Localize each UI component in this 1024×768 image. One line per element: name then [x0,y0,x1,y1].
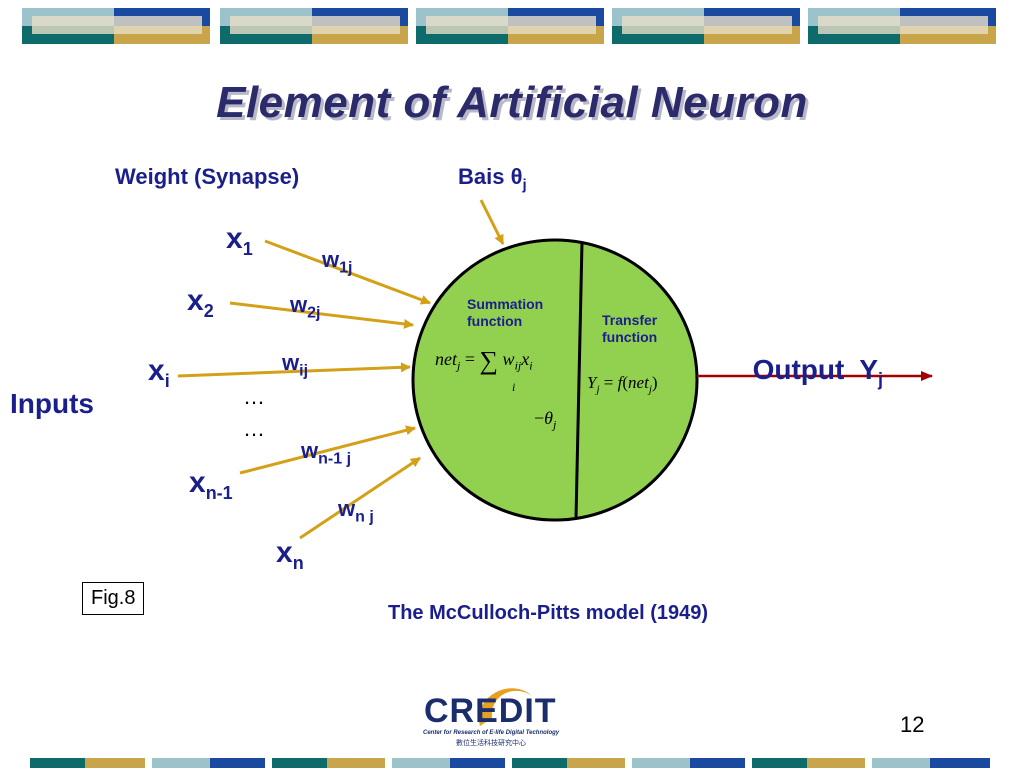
bottom-decorative-bar [30,758,990,768]
weight-w2j-base: w [290,292,308,317]
summation-formula: netj = ∑ wijxi [435,346,533,375]
summation-index: i [512,380,516,394]
input-xn-1: xn-1 [189,466,233,504]
ellipsis-2: … [243,416,265,441]
top-tile-1 [22,6,210,44]
credit-logo-text: CREDIT [424,692,557,730]
input-arrow-n [299,456,421,540]
input-xn-base: x [276,536,293,569]
output-label-sub: j [878,369,884,390]
top-tile-4 [612,8,800,44]
input-x1-base: x [226,222,243,255]
weight-w2j: w2j [290,292,320,322]
transfer-title: Transfer function [602,312,657,346]
input-x2: x2 [187,284,214,322]
inputs-label: Inputs [10,388,94,419]
bias-term: −θj [534,408,557,432]
weight-w1j: w1j [322,247,352,277]
input-arrow-i [177,362,411,378]
credit-logo-chinese: 數位生活科技研究中心 [456,740,526,747]
input-x2-base: x [187,284,204,317]
input-x1-sub: 1 [242,239,253,259]
summation-title: Summation function [467,296,543,330]
input-xi-sub: i [164,371,170,391]
weight-wij-base: w [282,350,300,375]
transfer-title-line1: Transfer [602,312,658,328]
bias-arrow [479,199,505,245]
top-decorative-bar [22,6,996,44]
bias-label: Bais θj [458,164,527,193]
weight-wij: wij [282,350,308,380]
input-xi: xi [148,354,170,392]
weight-wnj-base: w [338,496,356,521]
output-label: Output Yj [737,322,883,391]
input-xn-sub: n [292,553,304,573]
figure-label: Fig.8 [82,582,145,615]
top-tile-2 [220,8,408,44]
neuron-body [411,238,699,522]
weight-wij-sub: ij [299,362,309,380]
weight-wn-1j-base: w [301,438,319,463]
weight-w1j-sub: 1j [339,259,353,277]
page-number: 12 [900,712,925,737]
input-arrow-n-1 [239,425,416,475]
neuron-divider [574,241,584,519]
credit-logo: CREDIT Center for Research of E-life Dig… [420,678,585,750]
input-x2-sub: 2 [203,301,214,321]
weight-wnj-sub: n j [355,508,374,526]
input-x1: x1 [226,222,253,260]
weight-wnj: wn j [338,496,374,526]
input-arrow-1 [264,239,431,305]
input-xn-1-sub: n-1 [205,483,233,503]
input-xn-1-base: x [189,466,206,499]
input-xn: xn [276,536,304,574]
top-tile-3 [416,8,604,44]
credit-logo-swoosh [478,688,532,726]
weight-w1j-base: w [322,247,340,272]
weight-wn-1j-sub: n-1 j [318,450,352,468]
credit-logo-subtitle: Center for Research of E-life Digital Te… [423,730,560,736]
top-tile-5 [808,8,996,44]
summation-title-line1: Summation [467,296,544,312]
output-label-text: Output Y [752,354,879,385]
weight-w2j-sub: 2j [307,304,321,322]
transfer-title-line2: function [602,329,658,345]
input-xi-base: x [148,354,165,387]
bias-label-text: Bais θ [458,164,523,189]
input-arrow-2 [229,301,414,329]
transfer-formula: Yj = f(netj) [587,373,658,396]
bias-label-sub: j [522,176,527,194]
summation-title-line2: function [467,313,523,329]
slide-title: Element of Artificial Neuron [216,78,808,127]
figure-caption: The McCulloch-Pitts model (1949) [388,602,709,624]
weight-synapse-label: Weight (Synapse) [115,164,300,189]
weight-wn-1j: wn-1 j [301,438,351,468]
ellipsis-1: … [243,384,265,409]
